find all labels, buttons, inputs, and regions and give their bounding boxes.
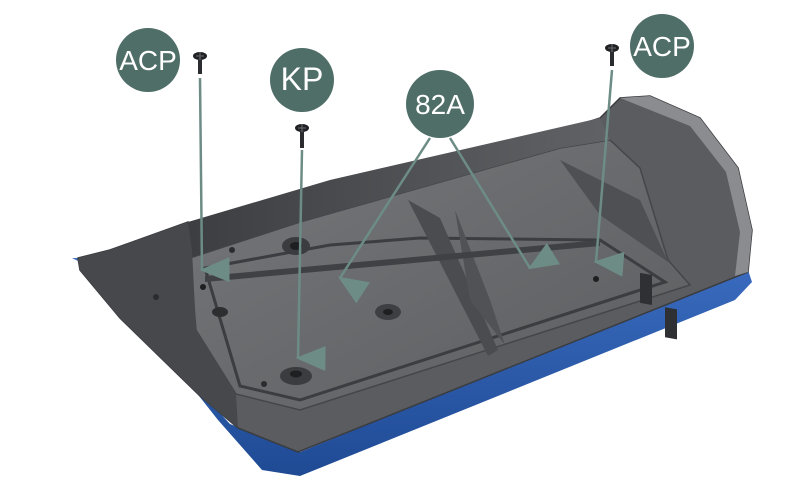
rib-3 bbox=[560, 160, 668, 262]
tray-floor bbox=[189, 139, 692, 411]
callout-82a-label: 82A bbox=[415, 89, 465, 120]
tray-end-wall bbox=[620, 96, 752, 276]
tab-1 bbox=[640, 272, 652, 305]
screw-acp-right bbox=[605, 44, 619, 66]
arrow-82a-left bbox=[337, 137, 432, 304]
arrow-acp-left bbox=[198, 77, 230, 283]
kp-boss-hole bbox=[290, 370, 302, 378]
callout-acp-right-label: ACP bbox=[633, 31, 691, 62]
screw-kp bbox=[295, 124, 309, 148]
tray-left-wall bbox=[78, 222, 238, 428]
callout-acp-left: ACP bbox=[116, 28, 180, 92]
screw-acp-left bbox=[193, 52, 207, 74]
callout-82a: 82A bbox=[406, 70, 474, 138]
arrows bbox=[198, 69, 625, 372]
arrow-82a-right bbox=[448, 137, 560, 270]
arrow-acp-right bbox=[593, 69, 625, 277]
small-hole-1 bbox=[153, 294, 159, 300]
small-hole-2 bbox=[261, 381, 267, 387]
rib-1 bbox=[408, 200, 498, 356]
callout-acp-right: ACP bbox=[630, 14, 694, 78]
acp-hole-right bbox=[593, 276, 599, 282]
hole-left bbox=[212, 307, 228, 317]
boss-middle-hole bbox=[383, 309, 393, 315]
callout-kp-label: KP bbox=[281, 61, 324, 97]
acp-hole-left bbox=[200, 284, 206, 290]
tray-part bbox=[72, 95, 753, 476]
callout-acp-left-label: ACP bbox=[119, 45, 177, 76]
tray-channel bbox=[203, 236, 669, 402]
rib-2 bbox=[455, 210, 505, 345]
small-hole-3 bbox=[229, 247, 235, 253]
callout-kp: KP bbox=[270, 48, 334, 112]
tab-2 bbox=[665, 307, 677, 340]
arrow-kp bbox=[295, 149, 326, 372]
cross-rib bbox=[205, 240, 600, 282]
